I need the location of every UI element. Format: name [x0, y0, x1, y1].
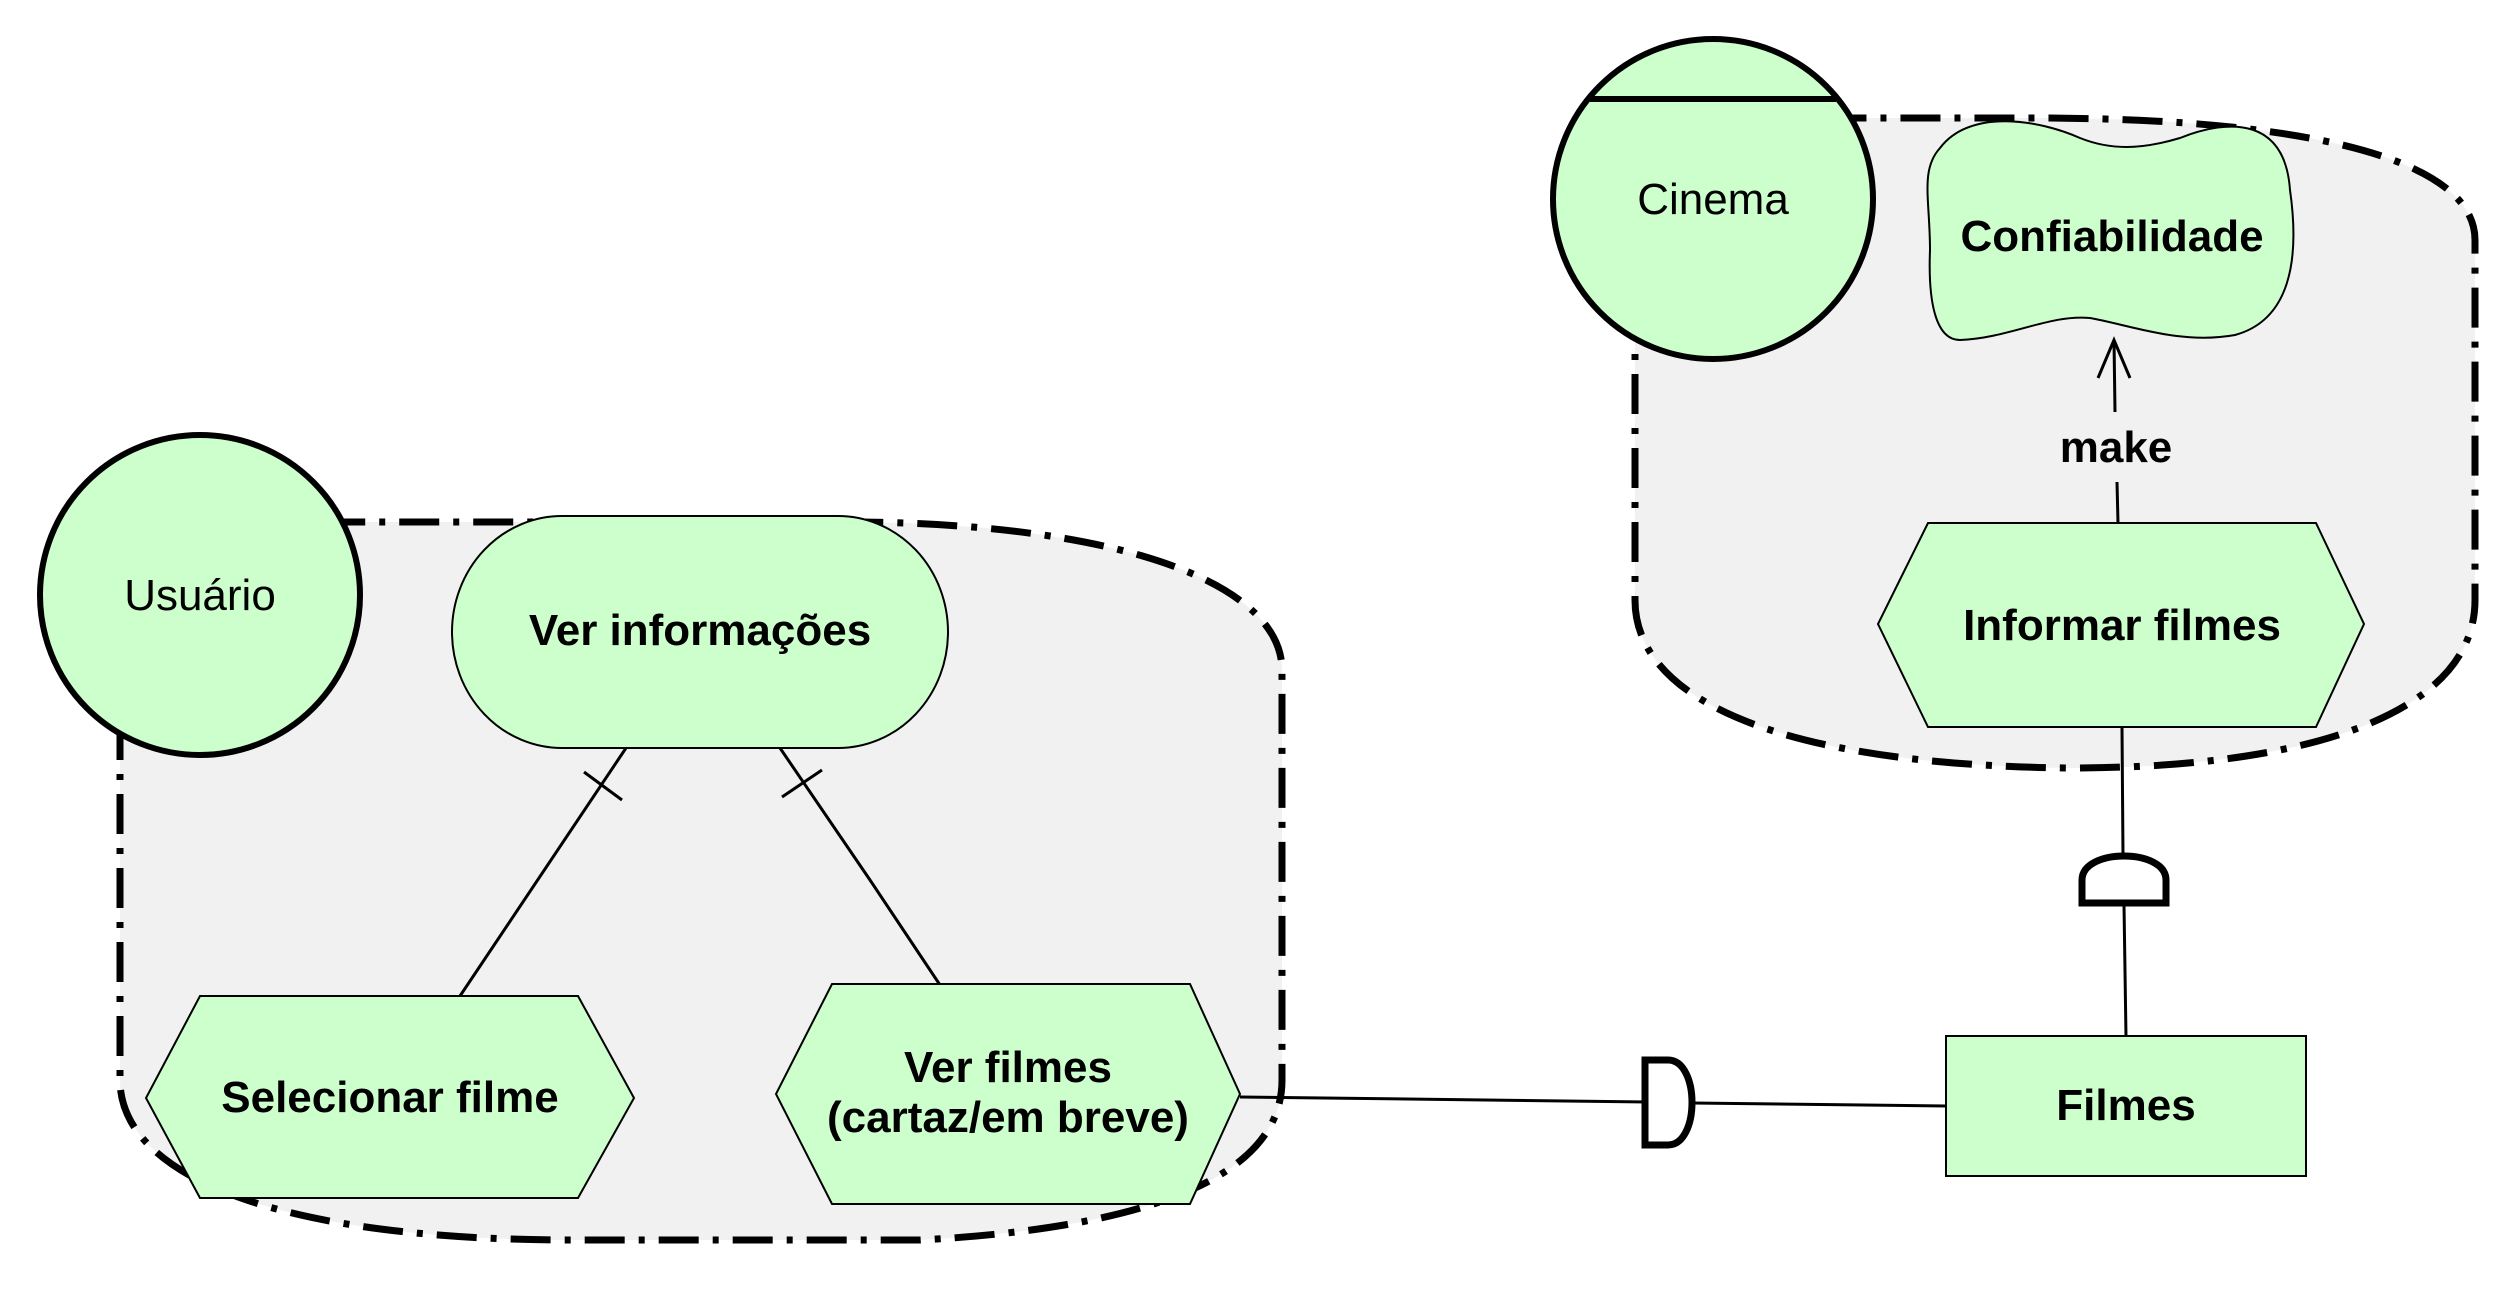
- task-ver-filmes[interactable]: [774, 983, 1242, 1205]
- actor-cinema[interactable]: [1550, 36, 1876, 362]
- link-ver-filmes-to-dependum: [1239, 1095, 1649, 1104]
- resource-filmes[interactable]: [1945, 1035, 2307, 1177]
- task-informar-filmes[interactable]: [1876, 522, 2366, 728]
- task-ver-filmes-label-line1: Ver filmes: [904, 1043, 1112, 1092]
- decomp-tick-left: [583, 770, 623, 802]
- link-dependum-to-informar: [2120, 727, 2125, 856]
- decomp-tick-right: [781, 768, 823, 799]
- resource-filmes-label: Filmes: [2056, 1081, 2195, 1130]
- actor-usuario[interactable]: [37, 432, 363, 758]
- actor-usuario-label: Usuário: [124, 571, 276, 620]
- dependency-d-symbol-vertical: [2078, 852, 2170, 907]
- contribution-arrowhead: [2096, 336, 2132, 379]
- link-ver-filmes-to-ver-info: [778, 747, 942, 986]
- link-filmes-to-dependum: [2122, 904, 2128, 1038]
- contribution-link-upper: [2112, 339, 2117, 413]
- task-selecionar-filme-label: Selecionar filme: [221, 1073, 558, 1122]
- dependency-d-symbol-horizontal: [1641, 1056, 1696, 1149]
- goal-ver-informacoes[interactable]: [451, 515, 949, 749]
- goal-ver-informacoes-label: Ver informações: [529, 606, 871, 655]
- contribution-link-lower: [2115, 481, 2120, 524]
- link-dependum-to-filmes: [1691, 1101, 1947, 1108]
- link-selecionar-to-ver-info: [458, 747, 628, 997]
- task-ver-filmes-label-line2: (cartaz/em breve): [827, 1093, 1189, 1142]
- contribution-label: make: [2060, 423, 2173, 472]
- task-informar-filmes-label: Informar filmes: [1963, 601, 2281, 650]
- task-selecionar-filme[interactable]: [144, 995, 636, 1199]
- softgoal-confiabilidade[interactable]: [1926, 120, 2295, 342]
- actor-cinema-label: Cinema: [1637, 175, 1789, 224]
- softgoal-confiabilidade-label: Confiabilidade: [1960, 212, 2263, 261]
